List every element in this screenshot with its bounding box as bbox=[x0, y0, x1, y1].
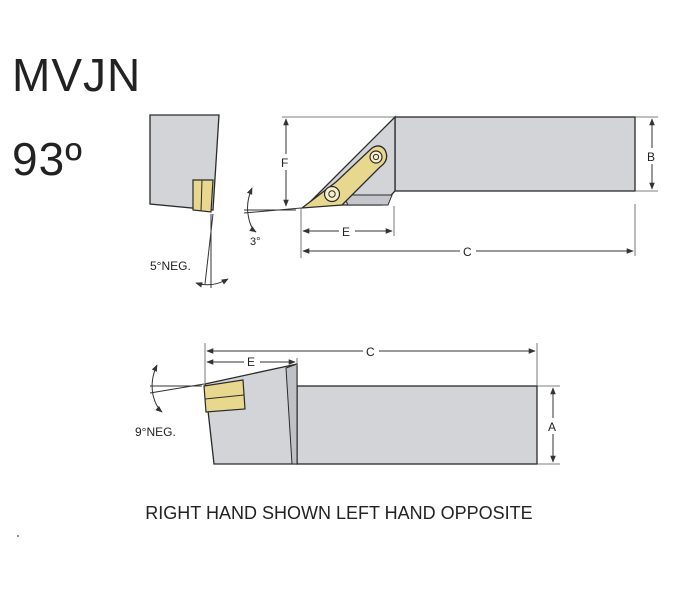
clamp-screw bbox=[323, 185, 341, 203]
shank-side bbox=[296, 385, 538, 465]
f-label: F bbox=[281, 156, 288, 170]
f-label-bg bbox=[278, 154, 294, 170]
end-view-insert bbox=[192, 179, 214, 213]
neg-angle-arc bbox=[195, 278, 229, 288]
hand-note: RIGHT HAND SHOWN LEFT HAND OPPOSITE bbox=[145, 503, 533, 523]
rake-line bbox=[149, 383, 205, 394]
side-c-label-bg bbox=[363, 343, 379, 359]
e-label-bg bbox=[339, 223, 355, 239]
c-label-bg bbox=[460, 243, 476, 259]
insert-divider bbox=[200, 179, 203, 212]
side-c-label: C bbox=[366, 345, 375, 359]
head-side bbox=[204, 363, 298, 465]
side-insert-divider bbox=[204, 394, 245, 400]
v-insert bbox=[299, 145, 388, 209]
top-view: 3° F B E C bbox=[243, 115, 660, 259]
b-label-bg bbox=[644, 148, 660, 164]
neg-angle-incline bbox=[204, 213, 214, 285]
rake-neg-label: 9°NEG. bbox=[135, 425, 176, 439]
model-title: MVJN bbox=[12, 49, 142, 101]
approach-label: 3° bbox=[250, 236, 261, 248]
side-e-label: E bbox=[247, 355, 255, 369]
side-neg-label: 5°NEG. bbox=[150, 259, 191, 273]
angle-title: 93º bbox=[12, 133, 83, 185]
end-view: 5°NEG. bbox=[149, 114, 229, 288]
head-side-edge bbox=[285, 363, 298, 465]
insert-hole bbox=[369, 150, 383, 164]
a-label-bg bbox=[545, 418, 561, 434]
b-label: B bbox=[647, 150, 655, 164]
shank-top bbox=[394, 116, 636, 192]
rake-arc bbox=[151, 364, 163, 413]
head-shoulder bbox=[342, 194, 393, 206]
c-label: C bbox=[463, 245, 472, 259]
e-label: E bbox=[342, 225, 350, 239]
insert-hole-inner bbox=[372, 153, 380, 161]
a-label: A bbox=[548, 420, 556, 434]
approach-arc bbox=[246, 187, 257, 233]
side-e-label-bg bbox=[244, 354, 260, 368]
clamp-screw-inner bbox=[328, 190, 336, 198]
side-view: 9°NEG. C E A bbox=[135, 343, 561, 465]
side-insert bbox=[203, 379, 246, 413]
stray-dot bbox=[17, 535, 19, 537]
